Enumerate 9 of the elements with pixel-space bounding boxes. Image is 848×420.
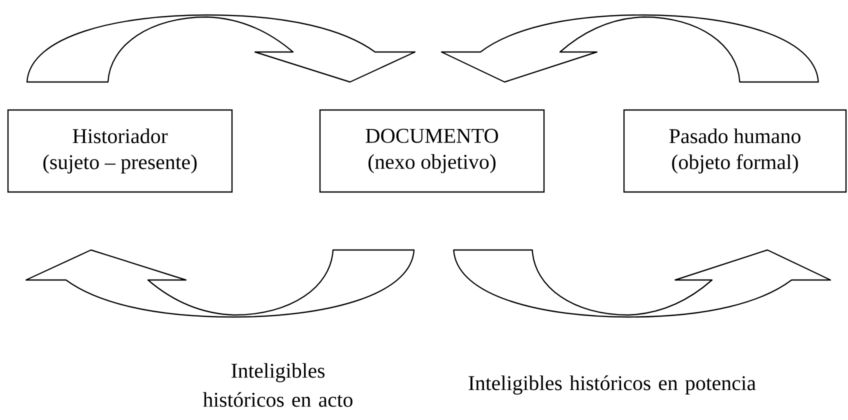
curved-arrow <box>26 14 416 83</box>
concept-box: Historiador (sujeto – presente) <box>7 109 233 193</box>
concept-box: Pasado humano (objeto formal) <box>623 109 847 193</box>
edge-label: Inteligibles históricos en potencia <box>468 375 756 395</box>
curved-arrow <box>440 14 819 83</box>
curved-arrow <box>25 249 415 318</box>
curved-arrow <box>453 249 832 318</box>
concept-box: DOCUMENTO (nexo objetivo) <box>319 109 545 193</box>
edge-label: Inteligibles históricos en acto <box>202 363 352 407</box>
